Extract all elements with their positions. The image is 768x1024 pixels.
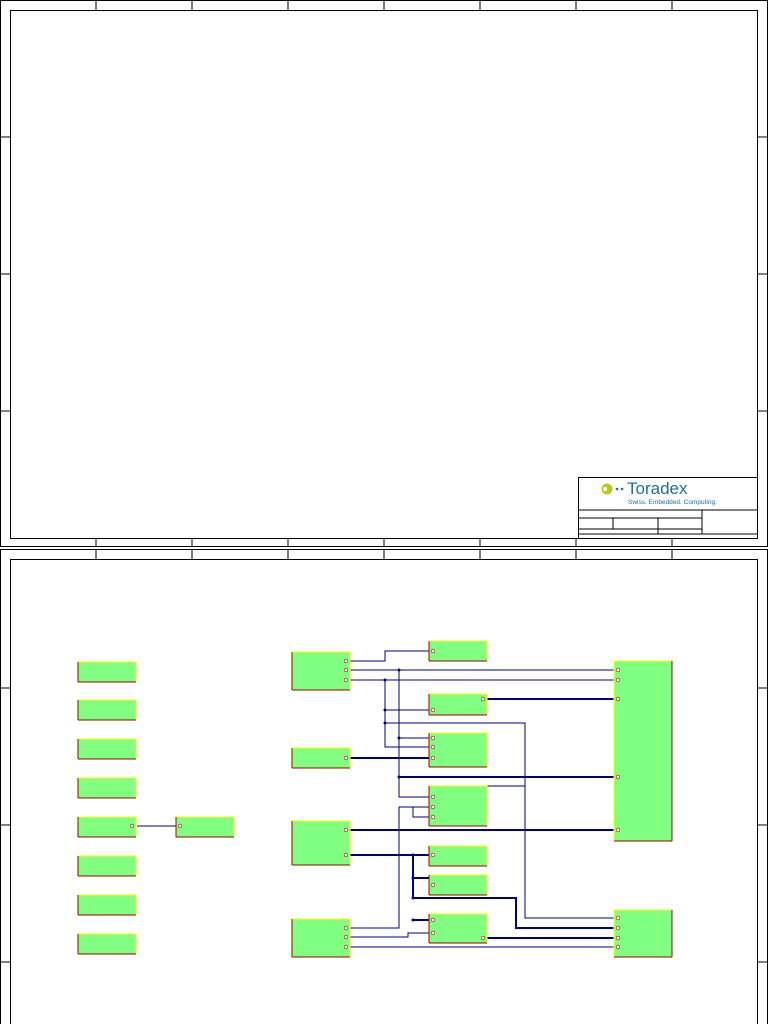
toradex-logo-mark-icon [601,483,624,495]
port-icons [343,658,349,683]
block-col3-5[interactable] [428,845,488,867]
block-right-main[interactable] [613,660,673,842]
junction-dots [383,668,415,922]
block-col3-4[interactable] [428,785,488,827]
wire [350,806,429,929]
port-icons [615,915,621,950]
port-icon [343,755,349,761]
block-left-6[interactable] [77,855,137,877]
block-right-bottom[interactable] [613,909,673,958]
block-left-7[interactable] [77,894,137,916]
port-icons [430,917,486,941]
block-linked[interactable] [175,816,235,838]
sheet-2-side-zone-ticks [0,687,768,963]
sheet-2-inner-border [10,559,758,1024]
wire [350,932,429,938]
port-icons [615,667,621,833]
block-col3-1[interactable] [428,640,488,662]
block-col3-7[interactable] [428,913,488,944]
block-col3-3[interactable] [428,732,488,768]
logo-brand-text: Toradex [627,479,688,498]
title-block [578,477,758,539]
block-col2-3[interactable] [291,820,351,866]
port-icon [430,852,436,858]
sheet-2-top-zone-ticks [95,549,673,559]
wires [137,650,614,948]
port-icons [430,794,436,820]
port-icons [430,696,486,713]
block-left-8[interactable] [77,933,137,955]
thin-wires [137,650,614,948]
block-left-3[interactable] [77,738,137,760]
port-icons [430,735,436,761]
sheet-1-top-zone-ticks [95,0,673,10]
block-col2-1[interactable] [291,651,351,691]
wire [385,722,614,919]
toradex-logo: Toradex Swiss. Embedded. Computing. [601,479,717,506]
logo-tagline-text: Swiss. Embedded. Computing. [628,499,717,506]
sheet-1-outer-border [0,0,768,547]
block-col3-2[interactable] [428,693,488,716]
bus-wires [350,698,614,939]
sheet-1 [0,0,768,547]
port-icon [430,648,436,654]
wire [384,680,429,748]
block-col2-4[interactable] [291,918,351,958]
bus-wire [412,855,614,929]
block-left-4[interactable] [77,777,137,799]
block-left-5[interactable] [77,816,137,838]
port-icons [343,827,349,858]
block-left-2[interactable] [77,699,137,721]
port-icon [430,882,436,888]
sheet-1-inner-border [10,10,758,539]
block-col3-6[interactable] [428,874,488,896]
sheet-1-bottom-zone-ticks [95,539,673,547]
blocks [77,640,673,958]
block-left-1[interactable] [77,661,137,683]
port-icon [129,823,135,829]
block-col2-2[interactable] [291,747,351,769]
port-icons [343,925,349,950]
sheet-1-side-zone-ticks [0,136,768,412]
wire [350,650,429,662]
port-icon [177,823,183,829]
